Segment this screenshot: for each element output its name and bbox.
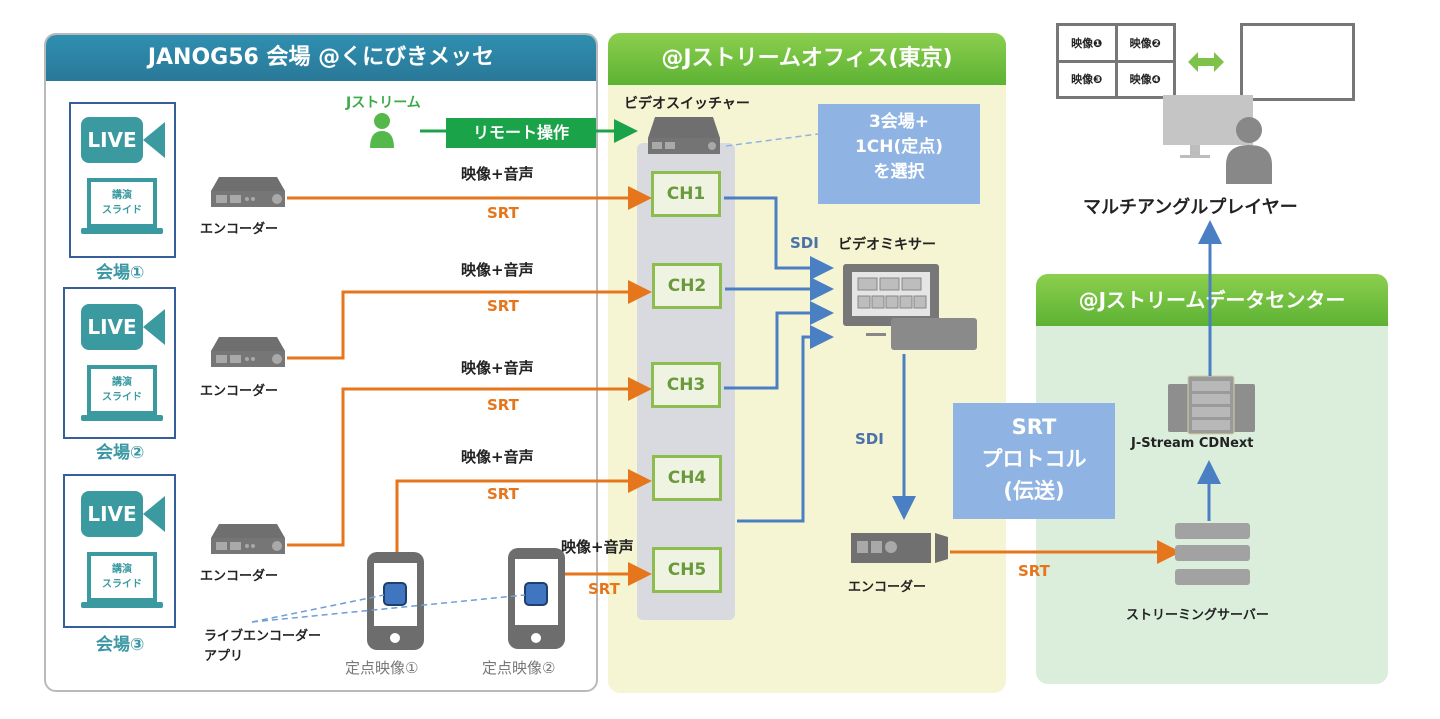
link-4-srt: SRT (487, 485, 519, 503)
link-3-av: 映像+音声 (461, 359, 534, 377)
server-label: ストリーミングサーバー (1126, 608, 1269, 623)
office-panel-title: @Jストリームオフィス(東京) (608, 33, 1006, 85)
laptop-base (81, 415, 163, 421)
protocol-note: SRT プロトコル (伝送) (953, 403, 1115, 519)
protocol-note-line2: プロトコル (981, 447, 1087, 471)
channel-ch3: CH3 (651, 362, 721, 408)
tile-2: 映像❷ (1117, 26, 1173, 60)
fixed-cam-2-label: 定点映像② (482, 659, 556, 677)
remote-operation-badge: リモート操作 (446, 118, 596, 148)
camera-lens-icon (143, 496, 165, 532)
smartphone-2-icon (508, 548, 565, 649)
app-dash-2 (251, 594, 526, 623)
camera-lens-icon (143, 309, 165, 345)
srt-line-4 (395, 469, 652, 553)
encoder-3-icon (211, 524, 285, 554)
venue-2-label: 会場② (96, 443, 145, 463)
protocol-note-line1: SRT (1011, 415, 1057, 439)
live-camera-icon: LIVE (81, 491, 143, 537)
srt-line-3 (287, 377, 652, 547)
tile-1: 映像❶ (1059, 26, 1115, 60)
link-2-srt: SRT (487, 297, 519, 315)
encoder-to-server-srt: SRT (1018, 562, 1050, 580)
fixed-cam-1-label: 定点映像① (345, 659, 419, 677)
link-1-srt: SRT (487, 204, 519, 222)
encoder-2-label: エンコーダー (200, 384, 279, 399)
select-note-line2: 1CH(定点) (854, 137, 944, 157)
video-mixer-icon (843, 264, 977, 350)
link-5-av: 映像+音声 (561, 538, 634, 556)
cdn-label: J-Stream CDNext (1131, 436, 1254, 451)
live-camera-icon: LIVE (81, 117, 143, 163)
venue-3-label: 会場③ (96, 635, 145, 655)
sdi-line-ch4 (737, 325, 834, 523)
protocol-note-line3: (伝送) (1003, 479, 1065, 503)
srt-line-2 (287, 280, 652, 360)
app-dash-1 (251, 594, 385, 623)
laptop-base (81, 228, 163, 234)
player-label: マルチアングルプレイヤー (1083, 197, 1298, 218)
tile-4: 映像❹ (1117, 62, 1173, 96)
encoder-1-label: エンコーダー (200, 222, 279, 237)
streaming-server-icon (1175, 523, 1250, 585)
datacenter-panel: @Jストリームデータセンター (1036, 274, 1388, 684)
sdi-line-ch1 (724, 196, 834, 280)
office-encoder-label: エンコーダー (848, 580, 927, 595)
cdn-server-icon (1168, 375, 1255, 435)
encoder-3-label: エンコーダー (200, 569, 279, 584)
operator-label: Jストリーム (346, 95, 421, 111)
channel-ch4: CH4 (652, 455, 722, 501)
venue-panel-title: JANOG56 会場 @くにびきメッセ (46, 35, 596, 81)
encoder-2-icon (211, 337, 285, 367)
viewer-person-icon (1226, 117, 1272, 184)
select-note-line3: を選択 (873, 162, 925, 182)
link-2-av: 映像+音声 (461, 261, 534, 279)
sdi-label-1: SDI (790, 234, 819, 252)
remote-operation-label: リモート操作 (472, 123, 569, 142)
swap-arrow-icon (1188, 52, 1224, 72)
smartphone-1-icon (367, 552, 424, 650)
mixer-label: ビデオミキサー (838, 237, 936, 253)
switcher-note-dash (725, 133, 819, 147)
single-view-screen (1240, 23, 1355, 101)
channel-ch1: CH1 (651, 171, 721, 217)
app-label-line2: アプリ (204, 649, 244, 664)
operator-person-icon (370, 113, 394, 148)
slide-laptop-icon: 講演スライド (87, 178, 157, 228)
camera-lens-icon (143, 122, 165, 158)
office-encoder-icon (851, 533, 948, 563)
switcher-label: ビデオスイッチャー (624, 96, 750, 112)
venue-1-label: 会場① (96, 263, 145, 283)
tile-3: 映像❸ (1059, 62, 1115, 96)
sdi-label-2: SDI (855, 430, 884, 448)
sdi-line-ch3 (724, 301, 834, 390)
channel-ch2: CH2 (652, 263, 722, 309)
encoder-1-icon (211, 177, 285, 207)
link-5-srt: SRT (588, 580, 620, 598)
slide-laptop-icon: 講演スライド (87, 365, 157, 415)
channel-ch5: CH5 (652, 547, 722, 593)
link-4-av: 映像+音声 (461, 448, 534, 466)
multiview-grid: 映像❶ 映像❷ 映像❸ 映像❹ (1056, 23, 1176, 99)
app-label-line1: ライブエンコーダー (204, 629, 322, 644)
laptop-base (81, 602, 163, 608)
select-note-line1: 3会場+ (868, 112, 930, 132)
link-3-srt: SRT (487, 396, 519, 414)
slide-laptop-icon: 講演スライド (87, 552, 157, 602)
select-note: 3会場+ 1CH(定点) を選択 (818, 104, 980, 204)
datacenter-panel-title: @Jストリームデータセンター (1036, 274, 1388, 326)
video-switcher-icon (648, 117, 720, 154)
live-camera-icon: LIVE (81, 304, 143, 350)
link-1-av: 映像+音声 (461, 165, 534, 183)
